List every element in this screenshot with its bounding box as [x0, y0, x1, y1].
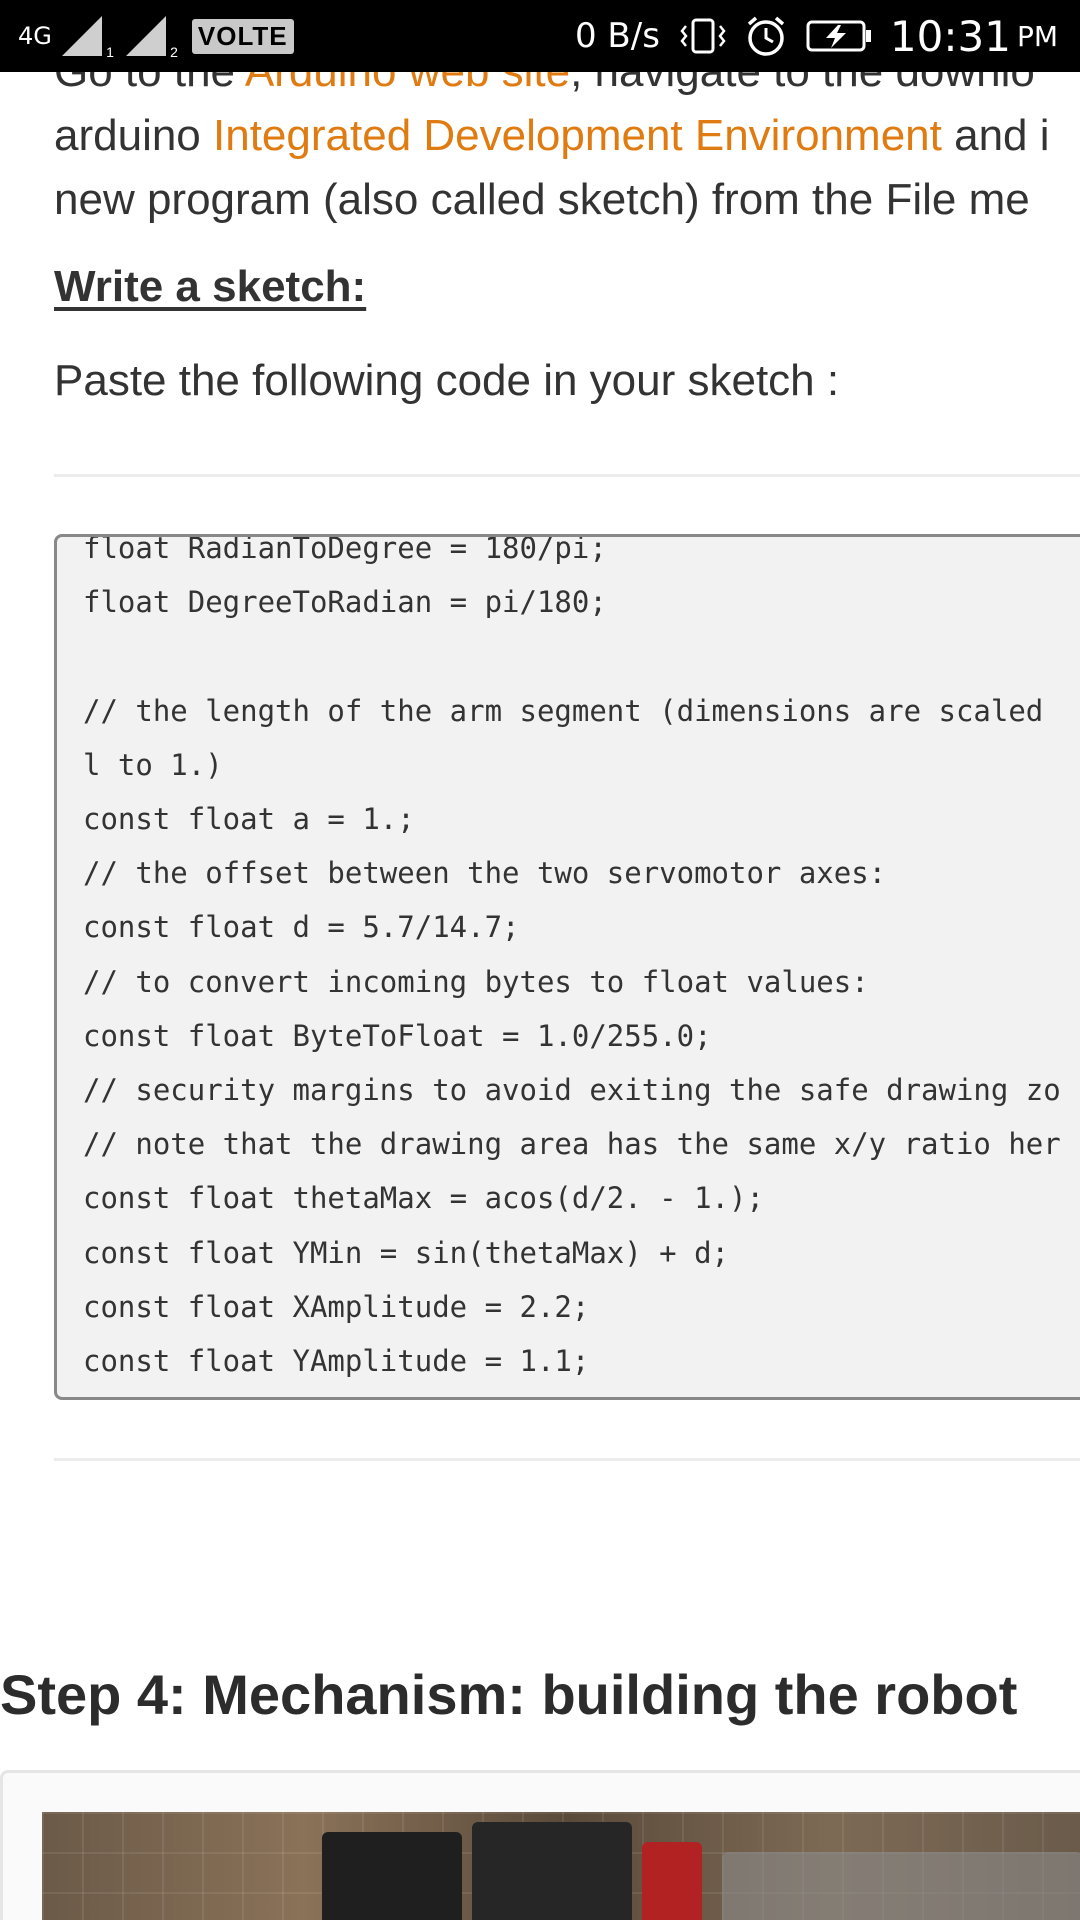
code-text: float RadianToDegree = 180/pi; float Degr…	[83, 534, 1061, 1397]
code-line: const float d = 5.7/14.7;	[83, 910, 520, 945]
step-4-title: Step 4: Mechanism: building the robot	[0, 1663, 1018, 1726]
code-line: const float thetaMax = acos(d/2. - 1.);	[83, 1181, 764, 1216]
screws-pile	[722, 1852, 1080, 1920]
code-line: float RadianToDegree = 180/pi;	[83, 534, 607, 565]
network-type: 4G	[18, 22, 52, 50]
servo-motor-left	[322, 1832, 462, 1920]
code-line: // to convert incoming bytes to float va…	[83, 964, 869, 999]
code-block[interactable]: float RadianToDegree = 180/pi; float Degr…	[54, 534, 1080, 1400]
vibrate-icon	[680, 16, 726, 56]
code-line: // the length of the arm segment (dimens…	[83, 693, 1044, 728]
ide-link[interactable]: Integrated Development Environment	[213, 111, 942, 160]
code-line	[83, 629, 1061, 683]
code-line: // security margins to avoid exiting the…	[83, 1073, 1061, 1108]
code-line: // note that the drawing area has the sa…	[83, 1127, 1061, 1162]
paste-instruction: Paste the following code in your sketch …	[54, 356, 840, 405]
servo-motor-right	[472, 1822, 632, 1920]
status-bar: 4G 1 2 VOLTE 0 B/s	[0, 0, 1080, 72]
intro-line-2: arduino Integrated Development Environme…	[54, 111, 1050, 160]
intro-line-3: new program (also called sketch) from th…	[54, 175, 1030, 224]
signal-icon-sim2: 2	[124, 14, 178, 60]
write-sketch-heading: Write a sketch:	[54, 262, 367, 311]
volte-badge: VOLTE	[191, 18, 294, 54]
network-speed: 0 B/s	[574, 16, 660, 56]
divider-bottom	[54, 1458, 1080, 1461]
clock-ampm: PM	[1016, 19, 1058, 53]
red-component	[642, 1842, 702, 1920]
alarm-icon	[744, 14, 788, 58]
code-line: const float YAmplitude = 1.1;	[83, 1344, 590, 1379]
divider-top	[54, 474, 1080, 477]
code-line: const float ByteToFloat = 1.0/255.0;	[83, 1018, 712, 1053]
battery-charging-icon	[806, 19, 872, 53]
clock-time: 10:31	[889, 11, 1011, 61]
code-line: // the offset between the two servomotor…	[83, 856, 887, 891]
code-line: const float YMin = 0.5*YAmplitude+d;	[83, 1388, 1061, 1397]
code-line: float DegreeToRadian = pi/180;	[83, 585, 607, 620]
code-line: const float a = 1.;	[83, 802, 415, 837]
code-line: const float YMin = sin(thetaMax) + d;	[83, 1235, 730, 1270]
signal-icon: 1	[60, 14, 114, 60]
code-line: l to 1.)	[83, 747, 223, 782]
robot-photo[interactable]	[42, 1812, 1080, 1920]
code-line: const float XAmplitude = 2.2;	[83, 1289, 590, 1324]
